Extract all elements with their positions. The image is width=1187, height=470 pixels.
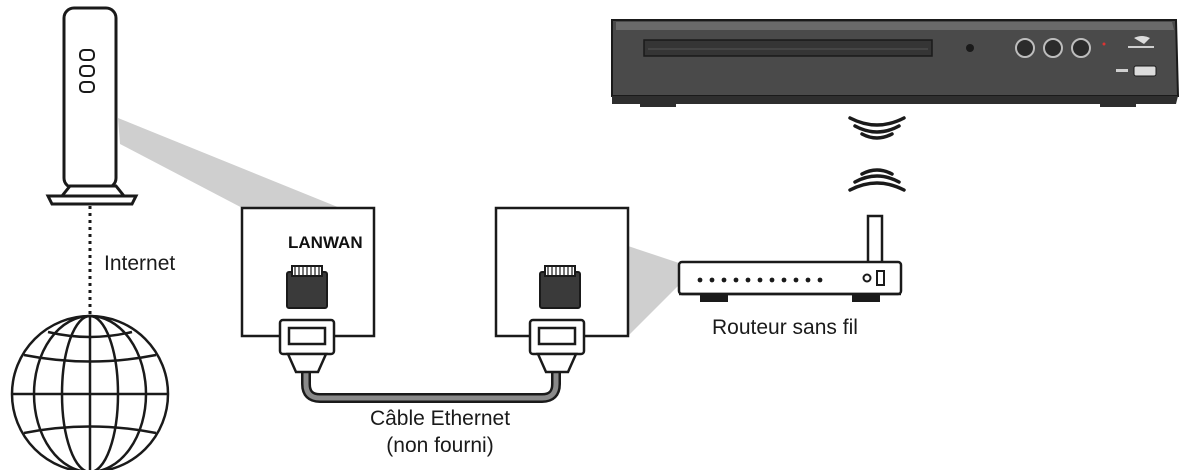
wifi-signal-icon (848, 116, 906, 140)
ethernet-port-icon (539, 265, 581, 309)
ethernet-port-icon (286, 265, 328, 309)
bluray-player-icon (611, 19, 1180, 107)
lan-wan-panel (240, 206, 376, 338)
globe-icon (10, 314, 170, 470)
ethernet-plug-icon (278, 318, 336, 374)
player-buttons (1015, 38, 1091, 58)
cable-label: Câble Ethernet (non fourni) (340, 405, 540, 459)
ethernet-plug-icon (528, 318, 586, 374)
internet-label: Internet (104, 252, 176, 275)
wifi-signal-icon (848, 168, 906, 192)
router-label: Routeur sans fil (712, 316, 858, 339)
lanwan-label: LANWAN (288, 233, 363, 252)
router-callout-wedge (628, 246, 682, 336)
cable-label-line1: Câble Ethernet (369, 407, 511, 430)
bluray-logo-icon (1128, 36, 1154, 48)
cable-label-line2: (non fourni) (386, 434, 494, 457)
wireless-router-icon (677, 214, 903, 302)
router-port-panel (494, 206, 630, 338)
modem-callout-wedge (118, 118, 350, 212)
ethernet-cable (301, 361, 561, 403)
modem-icon (45, 6, 139, 206)
